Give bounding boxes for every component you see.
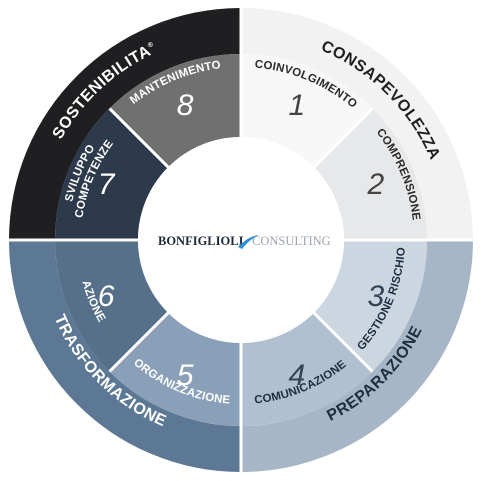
segment-number-2: 2	[367, 168, 385, 201]
segment-number-6: 6	[98, 280, 115, 313]
outer-ring	[9, 8, 473, 472]
segment-4	[242, 313, 372, 426]
segment-number-1: 1	[289, 89, 306, 122]
segment-7	[55, 109, 168, 239]
segment-number-7: 7	[98, 168, 116, 201]
quadrant-sostenibilita	[9, 8, 240, 239]
logo-swoosh-icon	[238, 235, 259, 249]
registered-mark: ®	[147, 40, 156, 50]
quadrant-consapevolezza	[242, 8, 473, 239]
quadrant-trasformazione	[9, 241, 240, 472]
segment-8	[110, 54, 240, 167]
segment-number-3: 3	[368, 280, 385, 313]
quadrant-preparazione	[242, 241, 473, 472]
segment-1	[242, 54, 372, 167]
segment-2	[314, 109, 427, 239]
logo-name-bonfiglioli: BONFIGLIOLI	[158, 234, 244, 248]
center-circle	[138, 137, 344, 343]
segment-number-4: 4	[289, 359, 306, 392]
segment-number-8: 8	[177, 89, 194, 122]
segment-6	[55, 241, 168, 371]
center-logo: BONFIGLIOLI CONSULTING	[138, 137, 344, 343]
logo-name-consulting: CONSULTING	[252, 234, 331, 248]
segment-5	[110, 313, 240, 426]
segment-3	[314, 241, 427, 371]
segment-number-5: 5	[177, 359, 194, 392]
inner-ring	[55, 54, 427, 426]
